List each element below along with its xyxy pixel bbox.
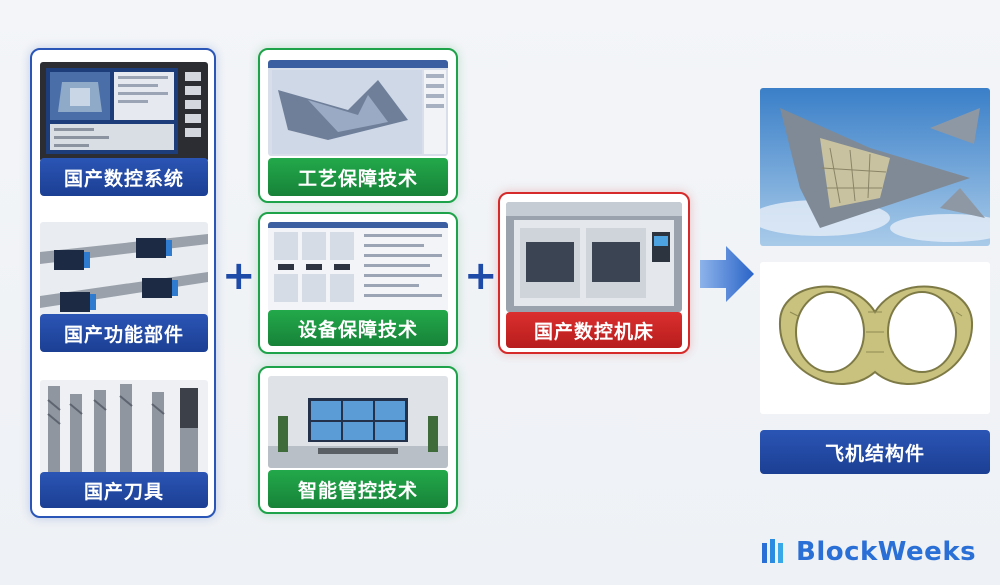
brand-name: BlockWeeks xyxy=(796,537,977,567)
domestic-cnc-system-label: 国产数控系统 xyxy=(40,158,208,196)
aircraft-frame-part-image xyxy=(760,262,990,414)
control-room-video-wall-image xyxy=(268,376,448,468)
end-mill-cutters-image xyxy=(40,380,208,478)
intelligent-control-tech-label: 智能管控技术 xyxy=(268,470,448,508)
cnc-machine-tool-image xyxy=(506,202,682,312)
right-arrow-icon xyxy=(700,246,754,302)
brand-logo: BlockWeeks xyxy=(760,534,990,570)
process-assurance-tech-label: 工艺保障技术 xyxy=(268,158,448,196)
equipment-assurance-tech-label: 设备保障技术 xyxy=(268,310,448,346)
aircraft-structural-parts-label: 飞机结构件 xyxy=(760,430,990,474)
cnc-control-panel-image xyxy=(40,62,208,162)
plus-sign-2: + xyxy=(464,253,498,299)
cam-software-screen-image xyxy=(268,60,448,156)
fighter-jet-cutaway-image xyxy=(760,88,990,246)
domestic-functional-parts-label: 国产功能部件 xyxy=(40,314,208,352)
domestic-cnc-machine-label: 国产数控机床 xyxy=(506,312,682,348)
domestic-cutting-tools-label: 国产刀具 xyxy=(40,472,208,508)
linear-guide-rails-image xyxy=(40,222,208,318)
blockweeks-logo-icon xyxy=(762,539,783,563)
plus-sign-1: + xyxy=(222,253,256,299)
monitoring-software-screen-image xyxy=(268,222,448,312)
